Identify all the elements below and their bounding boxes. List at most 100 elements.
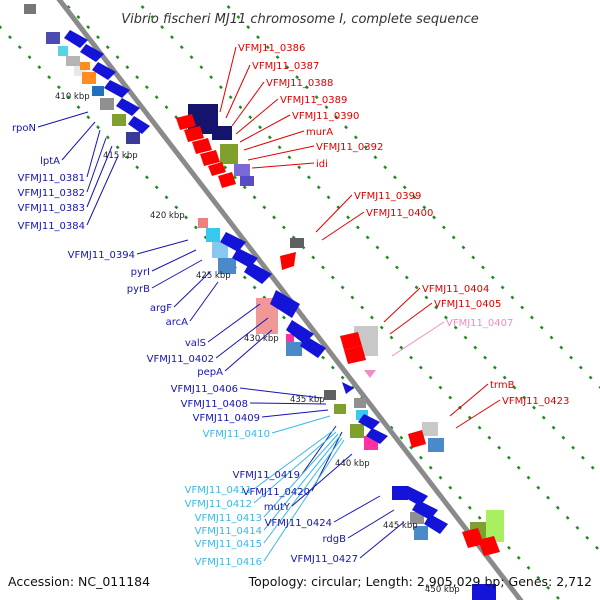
plus-gene-label[interactable]: mutY [264,502,291,513]
plus-gene-label[interactable]: VFMJ11_0420 [243,487,310,498]
plus-gene-label[interactable]: VFMJ11_0427 [291,554,358,565]
gene-block[interactable] [46,32,60,44]
minus-gene-label[interactable]: VFMJ11_0392 [316,142,383,153]
plus-gene-label[interactable]: VFMJ11_0384 [18,221,85,232]
minus-gene-label[interactable]: trmB [490,380,515,391]
gene-arrow[interactable] [462,528,484,548]
gene-arrow[interactable] [184,126,204,142]
minus-gene-label[interactable]: idi [316,159,328,170]
gene-block[interactable] [334,404,346,414]
plus-gene-label[interactable]: rpoN [12,123,36,134]
minus-gene-label[interactable]: VFMJ11_0399 [354,191,421,202]
plus-gene-label[interactable]: VFMJ11_0412 [185,499,252,510]
minus-gene-label[interactable]: VFMJ11_0407 [446,318,513,329]
gene-block[interactable] [58,46,68,56]
gene-block[interactable] [324,390,336,400]
plus-gene-label[interactable]: pyrB [127,284,150,295]
plus-gene-label[interactable]: VFMJ11_0419 [233,470,300,481]
gene-block[interactable] [472,584,496,600]
plus-gene-label[interactable]: VFMJ11_0408 [181,399,248,410]
gene-block[interactable] [286,342,302,356]
gene-block[interactable] [112,114,126,126]
plus-gene-label[interactable]: argF [150,303,172,314]
gene-block[interactable] [218,258,236,274]
gene-arrow[interactable] [208,162,226,176]
gene-arrow[interactable] [340,332,362,350]
plus-gene-label[interactable]: VFMJ11_0383 [18,203,85,214]
gene-block[interactable] [422,422,438,436]
gene-arrow[interactable] [128,116,150,134]
gene-arrow[interactable] [92,62,116,80]
gene-arrow[interactable] [342,382,354,394]
minus-gene-label[interactable]: VFMJ11_0405 [434,299,501,310]
minus-gene-label[interactable]: VFMJ11_0400 [366,208,433,219]
plus-gene-label[interactable]: VFMJ11_0413 [195,513,262,524]
minus-gene-label[interactable]: VFMJ11_0386 [238,43,305,54]
gene-block[interactable] [428,438,444,452]
gene-block[interactable] [126,132,140,144]
gene-block[interactable] [286,334,294,342]
gene-block[interactable] [66,56,80,66]
gene-block[interactable] [198,218,208,228]
minus-gene-label[interactable]: VFMJ11_0389 [280,95,347,106]
gene-arrow[interactable] [200,150,220,166]
plus-gene-label[interactable]: VFMJ11_0410 [203,429,270,440]
minus-gene-label[interactable]: VFMJ11_0404 [422,284,489,295]
gene-arrow[interactable] [176,114,196,130]
plus-gene-label[interactable]: VFMJ11_0414 [195,526,262,537]
gene-block[interactable] [24,4,36,14]
minus-gene-label[interactable]: murA [306,127,333,138]
gene-arrow[interactable] [116,98,140,116]
gene-arrow[interactable] [408,430,426,448]
gene-arrow[interactable] [192,138,212,154]
gene-block[interactable] [80,62,90,70]
plus-gene-label[interactable]: VFMJ11_0382 [18,188,85,199]
plus-gene-label[interactable]: valS [185,338,206,349]
plus-gene-label[interactable]: rdgB [323,534,347,545]
gene-arrow[interactable] [220,232,246,252]
plus-gene-label[interactable]: VFMJ11_0409 [193,413,260,424]
plus-gene-label[interactable]: VFMJ11_0415 [195,539,262,550]
minus-gene-label[interactable]: VFMJ11_0390 [292,111,359,122]
gene-block[interactable] [354,398,366,408]
plus-gene-label[interactable]: lptA [40,156,60,167]
gene-arrow[interactable] [80,44,104,62]
gene-block[interactable] [206,228,220,242]
gene-arrow[interactable] [364,370,376,378]
plus-gene-label[interactable]: VFMJ11_0406 [171,384,238,395]
gene-block[interactable] [356,410,368,420]
plus-gene-label[interactable]: VFMJ11_0381 [18,173,85,184]
plus-gene-label[interactable]: pyrI [131,267,150,278]
gene-block[interactable] [212,126,232,140]
gene-block[interactable] [240,176,254,186]
gene-block[interactable] [414,526,428,540]
gene-arrow[interactable] [358,414,380,430]
plus-gene-label[interactable]: pepA [197,367,223,378]
gene-block[interactable] [290,238,304,248]
gene-block[interactable] [74,66,86,76]
gene-block[interactable] [82,72,96,84]
plus-gene-label[interactable]: VFMJ11_0402 [147,354,214,365]
gene-arrow[interactable] [218,172,236,188]
plus-gene-label[interactable]: VFMJ11_0424 [265,518,332,529]
gene-arrow[interactable] [64,30,88,48]
plus-gene-label[interactable]: VFMJ11_0416 [195,557,262,568]
gene-block[interactable] [92,86,104,96]
minus-gene-label[interactable]: VFMJ11_0388 [266,78,333,89]
gene-arrow[interactable] [270,290,300,318]
plus-gene-label[interactable]: VFMJ11_0411 [185,485,252,496]
gene-arrow[interactable] [104,80,130,98]
minus-gene-label[interactable]: VFMJ11_0387 [252,61,319,72]
gene-block[interactable] [234,164,250,176]
gene-arrow[interactable] [244,262,272,284]
gene-arrow[interactable] [424,514,448,534]
gene-arrow[interactable] [300,336,326,358]
gene-arrow[interactable] [344,346,366,364]
gene-block[interactable] [350,424,364,438]
gene-block[interactable] [100,98,114,110]
gene-block[interactable] [212,242,228,258]
plus-gene-label[interactable]: VFMJ11_0394 [68,250,135,261]
gene-block[interactable] [256,298,278,334]
gene-block[interactable] [410,512,424,524]
gene-arrow[interactable] [280,252,296,270]
